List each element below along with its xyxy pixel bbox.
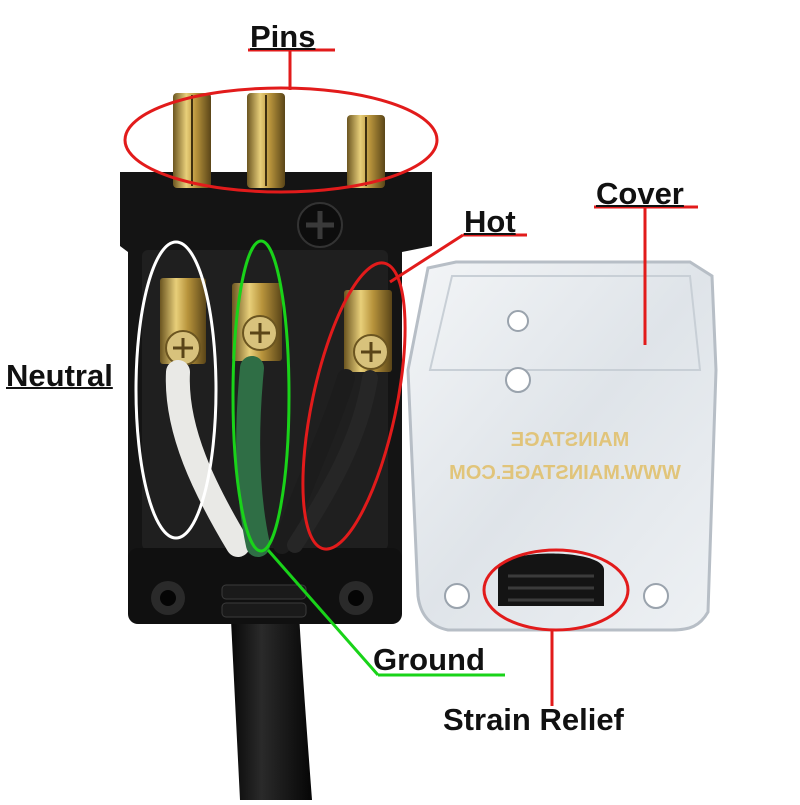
plug-mount-hole-left bbox=[151, 581, 185, 615]
screw-ground bbox=[242, 315, 278, 351]
cover-hole-upper bbox=[507, 310, 529, 332]
wire-neutral-white bbox=[165, 360, 250, 557]
cover-label: Cover bbox=[596, 176, 684, 211]
clear-cover bbox=[406, 260, 718, 632]
neutral-label: Neutral bbox=[6, 358, 113, 393]
wire-ground-green bbox=[236, 356, 270, 557]
strain-relief-insert bbox=[498, 553, 604, 606]
wire-hot-black-1 bbox=[273, 369, 355, 554]
cover-text-line1: MAINSTAGE bbox=[511, 429, 630, 451]
cover-callout bbox=[594, 205, 698, 345]
body-screw bbox=[297, 202, 343, 248]
pin-left bbox=[173, 93, 211, 188]
screw-neutral bbox=[165, 330, 201, 366]
screw-hot bbox=[353, 334, 389, 370]
neutral-callout-ellipse bbox=[134, 240, 218, 540]
pins-label: Pins bbox=[250, 19, 316, 54]
pin-right bbox=[347, 115, 385, 188]
ground-callout bbox=[231, 239, 505, 677]
cable-clamp bbox=[221, 584, 307, 618]
cover-hole-lower bbox=[505, 367, 531, 393]
cover-text-line2: WWW.MAINSTAGE.COM bbox=[449, 462, 681, 484]
strain-relief-callout bbox=[482, 548, 630, 706]
plug-mount-hole-right bbox=[339, 581, 373, 615]
hot-label: Hot bbox=[464, 204, 516, 239]
ground-label: Ground bbox=[373, 642, 485, 677]
hot-callout bbox=[301, 233, 527, 551]
cover-hole-left bbox=[444, 583, 470, 609]
cover-hole-right bbox=[643, 583, 669, 609]
pin-center bbox=[247, 93, 285, 188]
strain-relief-label: Strain Relief bbox=[443, 702, 624, 737]
pins-callout bbox=[123, 48, 439, 194]
